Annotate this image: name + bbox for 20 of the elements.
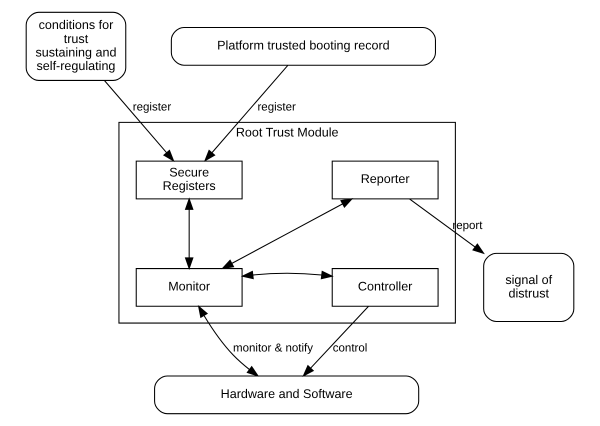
node-box: Monitor	[136, 268, 243, 307]
arrow	[409, 198, 485, 254]
arrow	[204, 65, 288, 162]
node-box: Hardware and Software	[154, 375, 420, 414]
node-box: Reporter	[332, 160, 439, 200]
node-box: signal of distrust	[483, 252, 574, 322]
node-box: conditions for trust sustaining and self-regulating	[26, 12, 126, 81]
node-box: Secure Registers	[136, 160, 243, 200]
arrow	[198, 305, 260, 377]
arrow	[104, 80, 175, 162]
edge-label: register	[257, 102, 296, 114]
node-box: Controller	[332, 268, 439, 307]
arrow	[184, 197, 194, 270]
node-box: Platform trusted booting record	[170, 26, 436, 66]
edge-label: monitor & notify	[233, 342, 314, 355]
arrow	[221, 198, 354, 270]
arrow	[302, 306, 369, 377]
edge-label: register	[132, 102, 172, 114]
arrow	[240, 270, 334, 280]
edge-label: control	[332, 342, 368, 355]
